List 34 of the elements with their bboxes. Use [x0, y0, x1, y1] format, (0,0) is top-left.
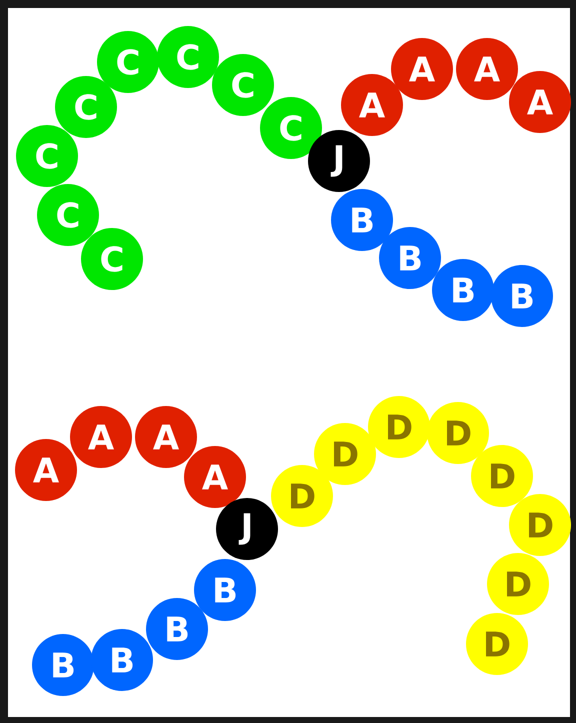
bead: A [135, 406, 197, 468]
bead: C [55, 76, 117, 138]
bead: D [466, 613, 528, 675]
bead: B [91, 629, 153, 691]
bead: D [368, 396, 430, 458]
bead: D [471, 445, 533, 507]
bead: A [509, 71, 571, 133]
bead: A [391, 38, 453, 100]
bead: B [491, 265, 553, 327]
bead: C [97, 31, 159, 93]
bead: A [184, 446, 246, 508]
bead: J [216, 498, 278, 560]
bead: C [212, 54, 274, 116]
bead: C [16, 125, 78, 187]
bead: A [341, 74, 403, 136]
bead: C [37, 184, 99, 246]
bead: B [32, 634, 94, 696]
bead: D [509, 494, 571, 556]
bead: A [15, 439, 77, 501]
bead: D [314, 423, 376, 485]
bead: C [81, 228, 143, 290]
bead: C [157, 26, 219, 88]
bead: A [70, 406, 132, 468]
bead: B [331, 189, 393, 251]
bead: B [146, 598, 208, 660]
bead: J [308, 130, 370, 192]
bead: D [487, 553, 549, 615]
bead: B [379, 227, 441, 289]
bead: B [194, 559, 256, 621]
bead: D [271, 465, 333, 527]
bead: A [456, 38, 518, 100]
bead: D [427, 402, 489, 464]
bead: B [432, 259, 494, 321]
bead: C [260, 97, 322, 159]
